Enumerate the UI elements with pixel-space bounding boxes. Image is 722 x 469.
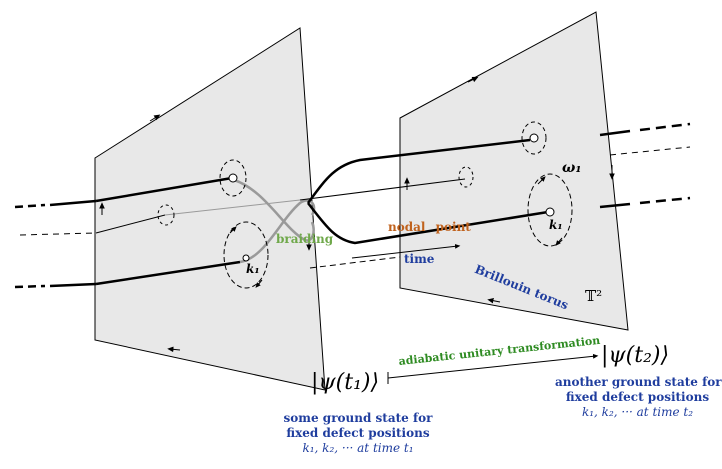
k1-right-label: k₁ [549, 218, 563, 232]
state-left-ket: |ψ(t₁)⟩ [311, 370, 380, 395]
state-right-desc-2: fixed defect positions [565, 390, 710, 404]
braiding-label: braiding [276, 232, 334, 246]
state-left-desc-1: some ground state for [283, 411, 433, 425]
state-right-ket: |ψ(t₂)⟩ [601, 343, 670, 368]
time-label: time [404, 252, 435, 266]
worldlines-left-plane [95, 176, 241, 286]
right-plane [399, 11, 629, 331]
state-left-desc-3: k₁, k₂, ··· at time t₁ [302, 441, 414, 455]
state-right-desc-1: another ground state for [555, 375, 722, 389]
k1-left-label: k₁ [246, 262, 260, 276]
right-defect-top [521, 121, 547, 155]
state-left-desc-2: fixed defect positions [286, 426, 430, 440]
left-plane [94, 27, 326, 391]
right-defect-k1 [527, 173, 573, 247]
braiding-curves [164, 178, 316, 264]
state-right-desc-3: k₁, k₂, ··· at time t₂ [581, 405, 694, 419]
left-defect-top [219, 159, 247, 197]
right-defect-middle [458, 166, 474, 188]
omega1-label: ω₁ [562, 160, 582, 176]
torus-symbol-label: 𝕋² [585, 287, 603, 305]
transformation-arrow [387, 353, 599, 379]
worldlines-left-outside [14, 199, 97, 289]
left-defect-middle [157, 204, 175, 226]
nodal-point-label: nodal point [388, 220, 471, 234]
time-arrow [351, 243, 461, 259]
nodal-point-lines [299, 138, 549, 269]
worldlines-right-outside [599, 122, 691, 209]
left-defect-k1 [223, 221, 269, 289]
